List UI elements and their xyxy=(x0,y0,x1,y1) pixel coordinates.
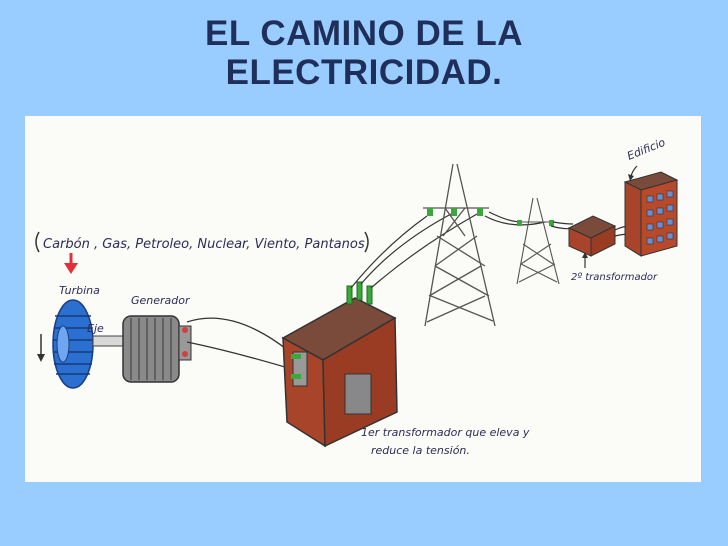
energy-sources: Carbón , Gas, Petroleo, Nuclear, Viento,… xyxy=(36,232,368,274)
tower1-leg-left xyxy=(425,164,453,326)
electricity-path-drawing: Carbón , Gas, Petroleo, Nuclear, Viento,… xyxy=(25,116,701,482)
building-side xyxy=(625,182,641,256)
wires-to-transformer1 xyxy=(187,318,295,370)
tower1-leg-right xyxy=(457,164,495,326)
title-line-1: EL CAMINO DE LA xyxy=(0,14,728,53)
generator-label: Generador xyxy=(131,294,191,307)
wires-to-tower1 xyxy=(351,214,477,288)
sources-arrow-head xyxy=(64,263,78,274)
transformer1-label-line1: 1er transformador que eleva y xyxy=(361,426,530,439)
line-1 xyxy=(351,216,427,288)
span-2 xyxy=(485,216,545,225)
building-pointer xyxy=(631,166,637,176)
title-line-2: ELECTRICIDAD. xyxy=(0,53,728,92)
sources-bracket-left xyxy=(36,232,39,252)
axle: Eje xyxy=(87,322,125,346)
rotation-arrow-head xyxy=(37,354,45,362)
slide-title: EL CAMINO DE LA ELECTRICIDAD. xyxy=(0,14,728,92)
sources-bracket-right xyxy=(365,232,368,252)
axle-shaft xyxy=(93,336,125,346)
generator: Generador xyxy=(123,294,191,382)
transformer-1: 1er transformador que eleva y reduce la … xyxy=(283,282,530,457)
wire-2 xyxy=(187,342,295,370)
axle-label: Eje xyxy=(87,322,104,335)
transmission-tower-2 xyxy=(517,198,559,284)
tower2-lattice xyxy=(519,244,557,282)
building: Edificio xyxy=(625,136,677,256)
turbine-hub xyxy=(57,326,69,362)
feed-1 xyxy=(553,222,573,224)
transformer1-label-line2: reduce la tensión. xyxy=(371,444,470,457)
transmission-tower-1 xyxy=(423,164,495,326)
turbine: Turbina xyxy=(37,284,100,388)
sources-text: Carbón , Gas, Petroleo, Nuclear, Viento,… xyxy=(43,237,365,252)
wires-to-tower2 xyxy=(485,212,545,225)
turbine-label: Turbina xyxy=(59,284,100,297)
drawing-canvas: Carbón , Gas, Petroleo, Nuclear, Viento,… xyxy=(25,116,701,482)
generator-terminal-1 xyxy=(182,327,188,333)
wire-1 xyxy=(187,318,295,356)
building-label: Edificio xyxy=(625,136,667,163)
transformer1-door xyxy=(345,374,371,414)
transformer2-label: 2º transformador xyxy=(571,272,658,283)
line-2 xyxy=(361,214,451,284)
tower1-lattice xyxy=(427,208,493,322)
tower2-leg-left xyxy=(517,198,533,284)
generator-terminal-2 xyxy=(182,351,188,357)
